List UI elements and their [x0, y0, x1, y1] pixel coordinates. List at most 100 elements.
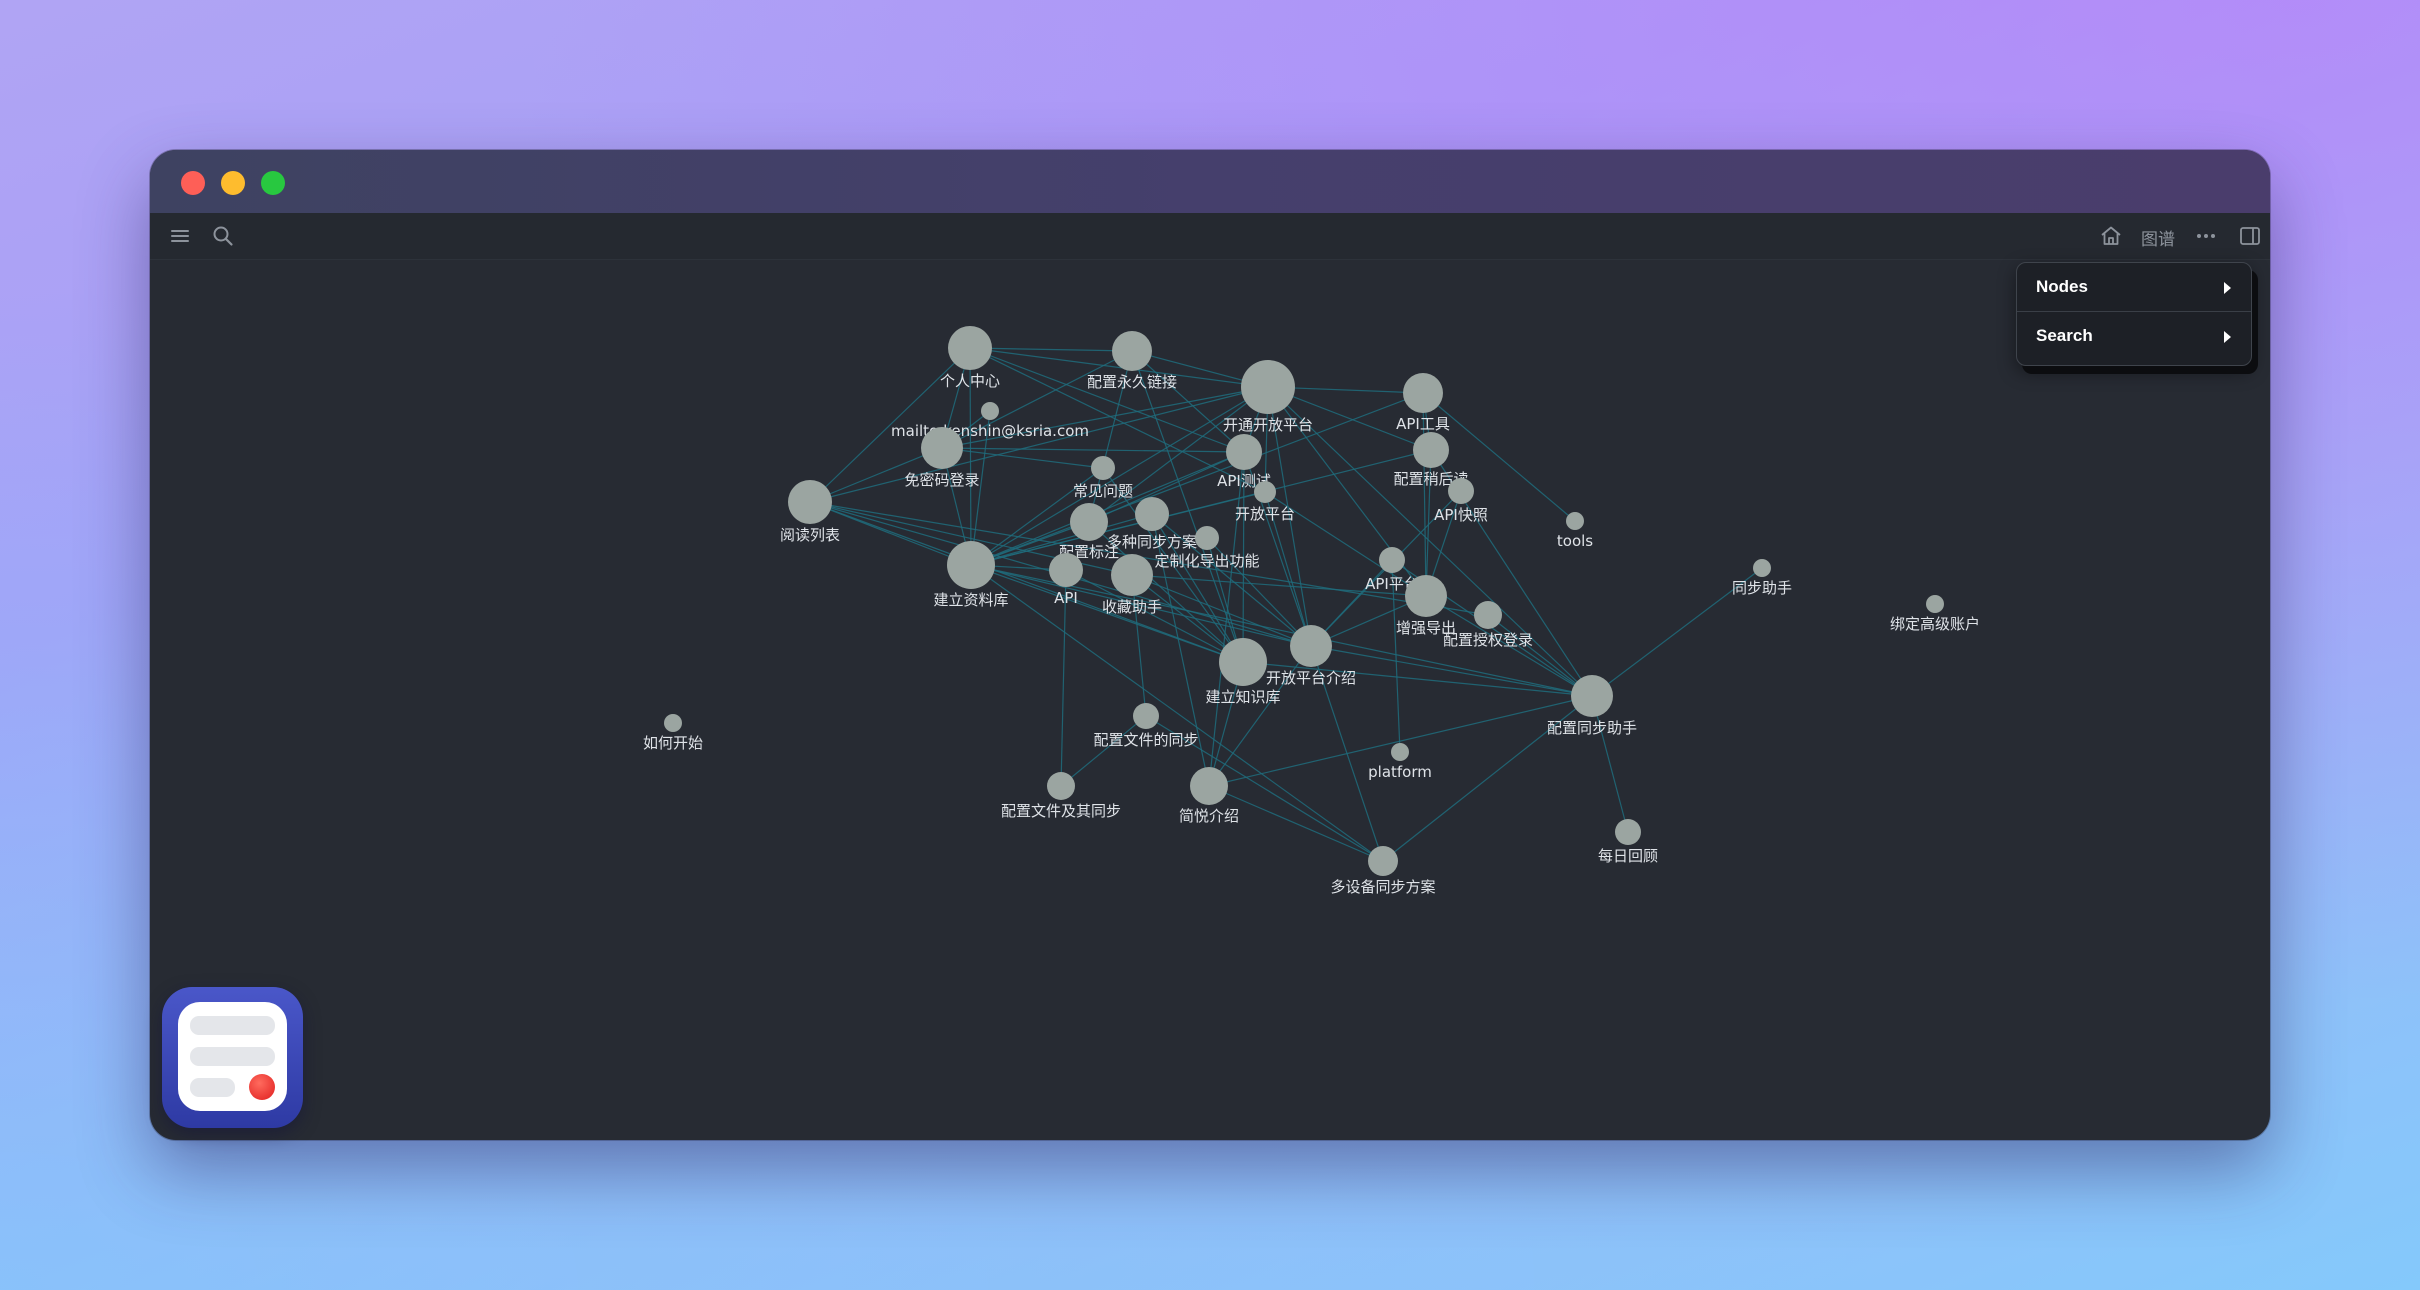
graph-node-label[interactable]: 简悦介绍 [1179, 807, 1239, 825]
graph-node[interactable]: 配置稍后读 [1393, 432, 1469, 488]
graph-node[interactable]: 配置同步助手 [1547, 675, 1637, 737]
graph-node-circle[interactable] [1190, 767, 1228, 805]
graph-node-label[interactable]: 建立资料库 [933, 591, 1008, 609]
graph-node[interactable]: API快照 [1434, 478, 1488, 524]
graph-node-label[interactable]: 多种同步方案 [1107, 533, 1197, 551]
maximize-window-button[interactable] [261, 171, 285, 195]
graph-node-circle[interactable] [1379, 547, 1405, 573]
graph-node-circle[interactable] [1111, 554, 1153, 596]
graph-node-label[interactable]: API快照 [1434, 506, 1488, 524]
graph-node[interactable]: 开放平台介绍 [1266, 625, 1356, 687]
graph-node-circle[interactable] [1091, 456, 1115, 480]
graph-node-circle[interactable] [1070, 503, 1108, 541]
graph-node-circle[interactable] [981, 402, 999, 420]
graph-node-circle[interactable] [1448, 478, 1474, 504]
graph-node-label[interactable]: 如何开始 [643, 734, 703, 752]
graph-node[interactable]: API工具 [1396, 373, 1450, 433]
graph-node[interactable]: 同步助手 [1732, 559, 1792, 597]
graph-node-label[interactable]: API工具 [1396, 415, 1450, 433]
graph-node-label[interactable]: 每日回顾 [1598, 847, 1658, 865]
graph-node[interactable]: 建立知识库 [1205, 638, 1281, 706]
graph-node[interactable]: API [1049, 553, 1083, 607]
graph-node-label[interactable]: 配置稍后读 [1393, 470, 1468, 488]
graph-node[interactable]: 多种同步方案 [1107, 497, 1197, 551]
graph-node-circle[interactable] [1566, 512, 1584, 530]
graph-view-button[interactable]: 图谱 [2141, 230, 2175, 250]
graph-node-circle[interactable] [1135, 497, 1169, 531]
graph-node-circle[interactable] [1926, 595, 1944, 613]
graph-node-circle[interactable] [1368, 846, 1398, 876]
graph-node[interactable]: 配置文件及其同步 [1001, 772, 1121, 820]
search-icon[interactable] [210, 223, 236, 249]
graph-node[interactable]: 常见问题 [1073, 456, 1133, 500]
graph-node[interactable]: 配置授权登录 [1443, 601, 1533, 649]
graph-node[interactable]: 收藏助手 [1102, 554, 1162, 616]
home-icon[interactable] [2098, 223, 2124, 249]
graph-node-label[interactable]: API [1054, 589, 1078, 607]
menu-item-search[interactable]: Search [2017, 312, 2251, 360]
graph-node[interactable]: 开放平台 [1235, 481, 1295, 523]
graph-node-label[interactable]: 配置同步助手 [1547, 719, 1637, 737]
graph-node-label[interactable]: 常见问题 [1073, 482, 1133, 500]
graph-node-circle[interactable] [1254, 481, 1276, 503]
graph-node-circle[interactable] [1391, 743, 1409, 761]
graph-node[interactable]: 个人中心 [940, 326, 1000, 390]
graph-node-circle[interactable] [1290, 625, 1332, 667]
graph-node-label[interactable]: mailto:kenshin@ksria.com [891, 422, 1089, 440]
graph-node-label[interactable]: 收藏助手 [1102, 598, 1162, 616]
graph-node-circle[interactable] [1133, 703, 1159, 729]
graph-node[interactable]: 如何开始 [643, 714, 703, 752]
graph-node-circle[interactable] [1405, 575, 1447, 617]
graph-node[interactable]: tools [1557, 512, 1593, 550]
graph-node-circle[interactable] [1049, 553, 1083, 587]
graph-node-circle[interactable] [948, 326, 992, 370]
graph-node-circle[interactable] [1195, 526, 1219, 550]
graph-node-circle[interactable] [1753, 559, 1771, 577]
graph-node-label[interactable]: platform [1368, 763, 1432, 781]
menu-item-nodes[interactable]: Nodes [2017, 263, 2251, 311]
graph-node-circle[interactable] [1571, 675, 1613, 717]
graph-node[interactable]: 多设备同步方案 [1330, 846, 1436, 896]
graph-node[interactable]: 绑定高级账户 [1890, 595, 1980, 633]
graph-node-circle[interactable] [788, 480, 832, 524]
graph-node-label[interactable]: 开放平台 [1235, 505, 1295, 523]
graph-node-circle[interactable] [1241, 360, 1295, 414]
graph-node[interactable]: 建立资料库 [933, 541, 1009, 609]
close-window-button[interactable] [181, 171, 205, 195]
graph-node-label[interactable]: 配置文件及其同步 [1001, 802, 1121, 820]
graph-node-label[interactable]: 个人中心 [940, 372, 1000, 390]
graph-node-label[interactable]: 增强导出 [1396, 619, 1456, 637]
graph-node-label[interactable]: 建立知识库 [1205, 688, 1280, 706]
graph-node-circle[interactable] [1403, 373, 1443, 413]
sidebar-toggle-icon[interactable] [2237, 223, 2263, 249]
graph-node-label[interactable]: API平台 [1365, 575, 1419, 593]
graph-node[interactable]: 配置文件的同步 [1093, 703, 1199, 749]
graph-node[interactable]: 每日回顾 [1598, 819, 1658, 865]
graph-node-label[interactable]: 同步助手 [1732, 579, 1792, 597]
graph-node[interactable]: platform [1368, 743, 1432, 781]
graph-node-label[interactable]: 配置授权登录 [1443, 631, 1533, 649]
graph-node-circle[interactable] [947, 541, 995, 589]
graph-node-circle[interactable] [1047, 772, 1075, 800]
graph-node[interactable]: mailto:kenshin@ksria.com [891, 402, 1089, 440]
graph-node[interactable]: 增强导出 [1396, 575, 1456, 637]
graph-node[interactable]: 开通开放平台 [1223, 360, 1313, 434]
graph-node-circle[interactable] [664, 714, 682, 732]
graph-node[interactable]: API平台 [1365, 547, 1419, 593]
knowledge-graph[interactable]: 个人中心 配置永久链接开通开放平台 API工具 mailto:kenshin@ksri… [150, 260, 2270, 1140]
graph-node-label[interactable]: 免密码登录 [904, 471, 979, 489]
graph-node-circle[interactable] [1615, 819, 1641, 845]
ellipsis-icon[interactable] [2193, 223, 2219, 249]
hamburger-menu-icon[interactable] [167, 223, 193, 249]
graph-node-label[interactable]: tools [1557, 532, 1593, 550]
graph-node-label[interactable]: 开放平台介绍 [1266, 669, 1356, 687]
graph-node-circle[interactable] [921, 427, 963, 469]
minimize-window-button[interactable] [221, 171, 245, 195]
graph-node-label[interactable]: 多设备同步方案 [1330, 878, 1435, 896]
graph-node[interactable]: 配置永久链接 [1087, 331, 1177, 391]
graph-node[interactable]: 免密码登录 [904, 427, 980, 489]
graph-node-label[interactable]: 配置文件的同步 [1093, 731, 1198, 749]
graph-node-circle[interactable] [1226, 434, 1262, 470]
graph-node-label[interactable]: 阅读列表 [780, 526, 840, 544]
